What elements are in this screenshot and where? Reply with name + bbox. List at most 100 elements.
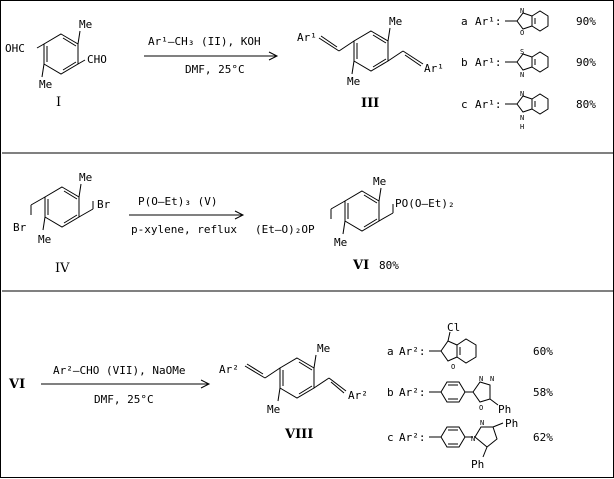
compound-VI: PO(O—Et)₂ (Et—O)₂OP Me Me VI 80% <box>255 175 455 273</box>
option-letter: a <box>461 15 468 28</box>
benzene-ring <box>43 33 79 75</box>
heteroatom-label: S <box>520 48 524 56</box>
ar2-option-a: a Ar²: O Cl 60% <box>387 321 553 371</box>
oxygen-label: O <box>451 363 455 371</box>
cho-label: CHO <box>87 53 107 66</box>
ar1-label: Ar¹ <box>297 31 317 44</box>
oxadiazole-ring <box>472 381 491 403</box>
reagent-label-top: Ar²—CHO (VII), NaOMe <box>53 364 185 377</box>
reagent-label-bottom: DMF, 25°C <box>185 63 245 76</box>
benzo-ring <box>531 10 549 32</box>
methyl-label: Me <box>389 15 402 28</box>
yield-label: 58% <box>533 386 553 399</box>
ar1-option-a: a Ar¹: N O 90% <box>461 7 596 37</box>
option-letter: b <box>387 386 394 399</box>
phenyl-label: Ph <box>498 403 511 416</box>
reagent-label-top: P(O—Et)₃ (V) <box>138 195 217 208</box>
phosphonate-label: (Et—O)₂OP <box>255 223 315 236</box>
heteroatom-label: N <box>520 90 524 98</box>
scheme3-start: VI <box>8 377 25 392</box>
option-label: Ar¹: <box>475 15 502 28</box>
benzene-ring <box>353 30 389 72</box>
phenyl-label: Ph <box>471 458 484 471</box>
phosphonate-label: PO(O—Et)₂ <box>395 197 455 210</box>
benzene-ring <box>279 357 315 399</box>
thiazole-ring <box>516 53 533 71</box>
option-label: Ar²: <box>399 431 426 444</box>
heteroatom-label: N <box>520 71 524 79</box>
ar2-option-b: b Ar²: N N O Ph 58% <box>387 375 553 416</box>
ar1-label: Ar¹ <box>424 62 444 75</box>
reaction-arrow-1: Ar¹—CH₃ (II), KOH DMF, 25°C <box>144 35 279 76</box>
option-letter: c <box>461 98 468 111</box>
compound-label-III: III <box>361 96 379 111</box>
compound-label-I: I <box>56 95 61 110</box>
compound-label-IV: IV <box>55 261 70 276</box>
ar2-label: Ar² <box>348 389 368 402</box>
methyl-label: Me <box>347 75 360 88</box>
compound-III: Ar¹ Ar¹ Me Me III <box>297 15 444 111</box>
ohc-label: OHC <box>5 42 25 55</box>
compound-VIII: Ar² Ar² Me Me VIII <box>219 342 368 442</box>
benzo-ring <box>456 338 477 364</box>
benzo-ring <box>531 51 549 73</box>
ar1-option-b: b Ar¹: S N 90% <box>461 48 596 79</box>
option-label: Ar²: <box>399 386 426 399</box>
compound-label-VI: VI <box>8 377 25 392</box>
bromo-label: Br <box>13 221 27 234</box>
option-label: Ar¹: <box>475 56 502 69</box>
yield-label: 80% <box>379 259 399 272</box>
ar2-option-c: c Ar²: N N Ph Ph 62% <box>387 417 553 471</box>
heteroatom-label: N <box>520 7 524 15</box>
yield-label: 90% <box>576 15 596 28</box>
methyl-label: Me <box>317 342 330 355</box>
benzene-ring <box>344 190 380 232</box>
reaction-arrow-3: Ar²—CHO (VII), NaOMe DMF, 25°C <box>41 364 211 406</box>
heteroatom-label: H <box>520 123 524 131</box>
option-letter: c <box>387 431 394 444</box>
methyl-label: Me <box>39 78 52 91</box>
compound-label-VI: VI <box>352 258 369 273</box>
oxazole-ring <box>516 12 533 30</box>
methyl-label: Me <box>373 175 386 188</box>
heteroatom-label: O <box>520 29 524 37</box>
option-letter: a <box>387 345 394 358</box>
yield-label: 62% <box>533 431 553 444</box>
benzo-ring <box>531 93 549 115</box>
option-label: Ar²: <box>399 345 426 358</box>
option-label: Ar¹: <box>475 98 502 111</box>
nitrogen-label: N <box>480 419 484 427</box>
chloro-label: Cl <box>447 321 460 334</box>
nitrogen-label: N <box>471 435 475 443</box>
arrow-head <box>234 210 245 220</box>
pyrazole-ring <box>474 426 498 448</box>
yield-label: 60% <box>533 345 553 358</box>
benzene-ring <box>44 186 80 228</box>
bromo-label: Br <box>97 198 111 211</box>
compound-label-VIII: VIII <box>284 427 313 442</box>
yield-label: 80% <box>576 98 596 111</box>
compound-I: OHC CHO Me Me I <box>5 18 107 110</box>
methyl-label: Me <box>79 18 92 31</box>
arrow-head <box>200 379 211 389</box>
heteroatom-label: N <box>520 114 524 122</box>
option-letter: b <box>461 56 468 69</box>
nitrogen-label: N <box>479 375 483 383</box>
reaction-arrow-2: P(O—Et)₃ (V) p-xylene, reflux <box>129 195 245 236</box>
reagent-label-top: Ar¹—CH₃ (II), KOH <box>148 35 261 48</box>
ar2-label: Ar² <box>219 363 239 376</box>
methyl-label: Me <box>267 403 280 416</box>
methyl-label: Me <box>334 236 347 249</box>
nitrogen-label: N <box>490 375 494 383</box>
phenyl-label: Ph <box>505 417 518 430</box>
yield-label: 90% <box>576 56 596 69</box>
methyl-label: Me <box>38 233 51 246</box>
furan-ring <box>440 340 458 362</box>
oxygen-label: O <box>479 404 483 412</box>
arrow-head <box>268 51 279 61</box>
methyl-label: Me <box>79 171 92 184</box>
imidazole-ring <box>516 95 533 113</box>
reagent-label-bottom: DMF, 25°C <box>94 393 154 406</box>
